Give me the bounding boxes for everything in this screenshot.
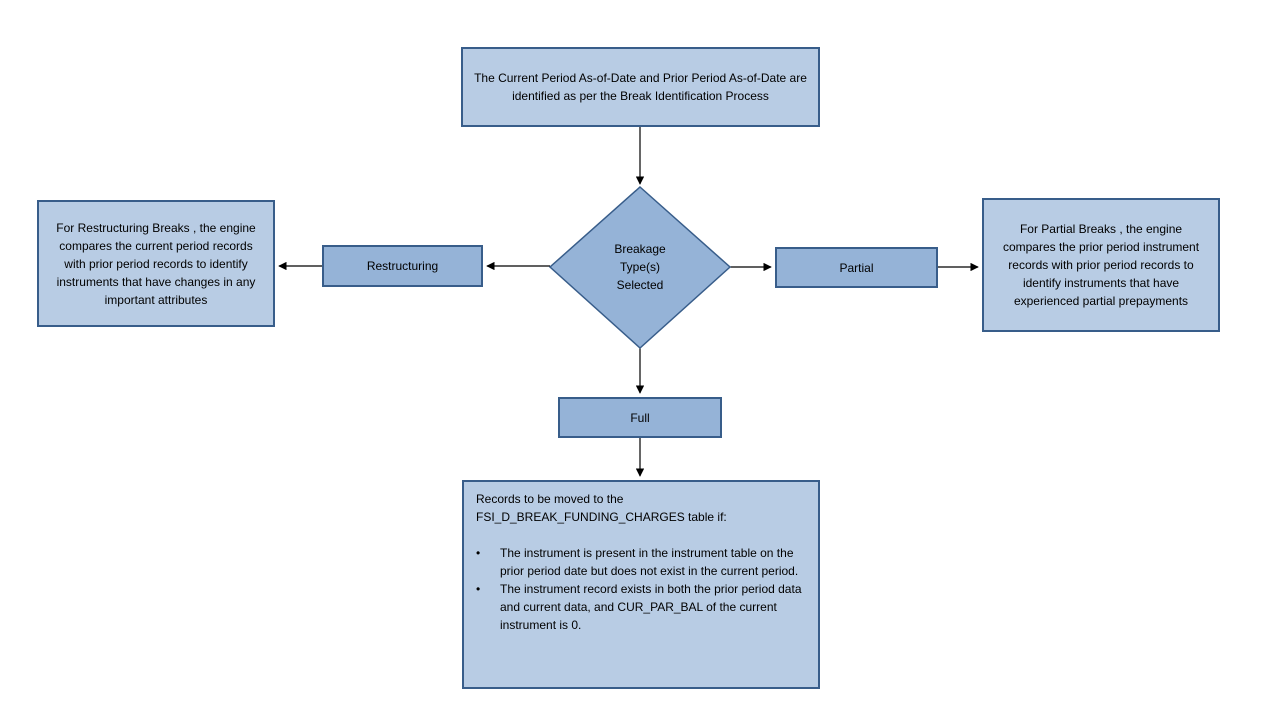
restructuring-detail-text: For Restructuring Breaks , the engine co… [56, 220, 256, 307]
full-detail-box: Records to be moved to the FSI_D_BREAK_F… [462, 480, 820, 689]
partial-box: Partial [775, 247, 938, 288]
list-item: • The instrument record exists in both t… [476, 580, 806, 634]
list-item: • The instrument is present in the instr… [476, 544, 806, 580]
bullet-icon: • [476, 546, 481, 560]
top-process-box: The Current Period As-of-Date and Prior … [461, 47, 820, 127]
breakage-type-label: Breakage Type(s) Selected [614, 242, 666, 292]
partial-label: Partial [839, 260, 874, 275]
bullet-text: The instrument record exists in both the… [500, 582, 802, 632]
restructuring-detail-box: For Restructuring Breaks , the engine co… [37, 200, 275, 327]
partial-detail-text: For Partial Breaks , the engine compares… [1002, 222, 1200, 308]
bullet-icon: • [476, 582, 481, 596]
full-box: Full [558, 397, 722, 438]
full-detail-bullet-list: • The instrument is present in the instr… [476, 544, 806, 634]
full-detail-intro: Records to be moved to the FSI_D_BREAK_F… [476, 492, 727, 524]
top-process-text: The Current Period As-of-Date and Prior … [474, 71, 807, 103]
partial-detail-box: For Partial Breaks , the engine compares… [982, 198, 1220, 332]
bullet-text: The instrument is present in the instrum… [500, 546, 799, 578]
restructuring-label: Restructuring [366, 259, 439, 273]
breakage-type-diamond [548, 185, 732, 350]
restructuring-box: Restructuring [322, 245, 483, 287]
full-label: Full [630, 410, 650, 425]
